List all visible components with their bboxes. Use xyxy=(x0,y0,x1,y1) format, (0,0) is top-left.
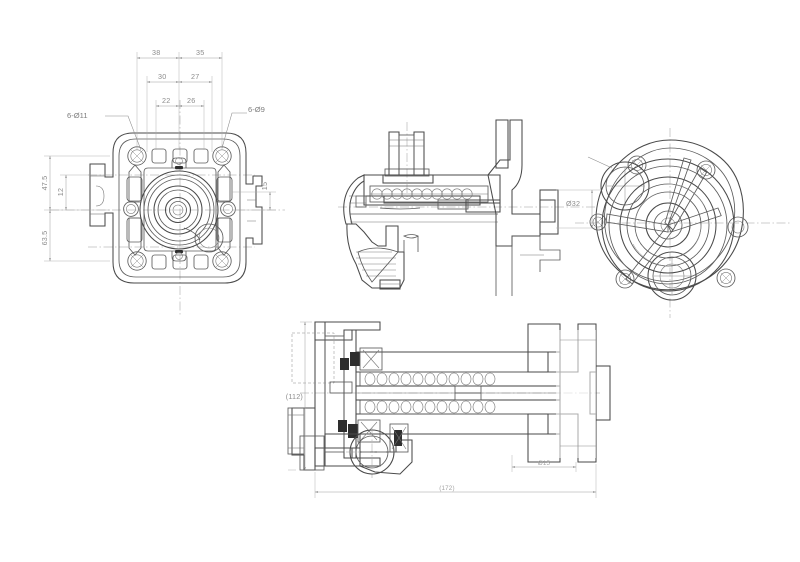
section-upper-housing xyxy=(343,131,501,225)
dim-front-right-15: 15 xyxy=(260,182,269,190)
dim-section-upper-d32: Ø32 xyxy=(566,199,580,208)
section-view-upper: Ø32 xyxy=(338,119,600,296)
front-view-callouts: 6-Ø11 6-Ø9 xyxy=(67,105,265,151)
front-view-right-dimension: 15 xyxy=(232,182,276,211)
dim-section-lower-172: (172) xyxy=(439,485,454,492)
section-upper-end-plate xyxy=(349,195,367,208)
rotor-view xyxy=(575,128,790,318)
dim-front-left-12: 12 xyxy=(56,188,65,196)
dim-front-top-38: 38 xyxy=(152,48,160,57)
front-view-dowel-features xyxy=(171,157,187,262)
section-lower-flange xyxy=(527,323,611,463)
dim-front-top-26: 26 xyxy=(187,96,195,105)
front-view: 38 35 30 27 22 26 47.5 12 63.5 xyxy=(40,48,285,315)
section-upper-flange xyxy=(487,119,561,296)
dim-front-left-47-5: 47.5 xyxy=(40,176,49,191)
section-upper-dimension-d32: Ø32 xyxy=(556,189,600,229)
callout-6xD11: 6-Ø11 xyxy=(67,111,88,120)
section-lower-dimension-172: (172) xyxy=(314,464,597,498)
dim-front-top-35: 35 xyxy=(196,48,204,57)
section-lower-upper-rollers xyxy=(364,372,496,386)
section-lower-outlet-body xyxy=(299,423,413,478)
rotor-view-cam-ring xyxy=(601,157,735,292)
section-lower-lower-rollers xyxy=(364,400,496,414)
dim-front-left-63-5: 63.5 xyxy=(40,231,49,246)
rotor-view-vanes xyxy=(605,157,722,285)
dim-front-top-30: 30 xyxy=(158,72,166,81)
section-lower-dimension-112: (112) xyxy=(286,321,312,471)
callout-6xD9: 6-Ø9 xyxy=(248,105,265,114)
section-upper-inlet-boss xyxy=(346,223,419,290)
front-view-body-outline xyxy=(89,132,263,284)
dim-front-top-22: 22 xyxy=(162,96,170,105)
rotor-view-housing-outline xyxy=(589,139,749,301)
front-view-top-dimensions: 38 35 30 27 22 26 xyxy=(136,48,223,152)
section-lower-vane-chamber xyxy=(329,351,561,435)
front-view-left-dimensions: 47.5 12 63.5 xyxy=(40,155,110,262)
section-upper-spring-row xyxy=(369,185,489,203)
section-upper-shaft xyxy=(350,199,501,223)
section-lower-bearings xyxy=(338,347,383,443)
dim-section-lower-d15: Ø15 xyxy=(538,460,551,467)
section-lower-dimension-d15: Ø15 xyxy=(511,455,577,472)
front-view-pocket-ribs xyxy=(126,148,233,270)
section-view-lower: (112) (172) Ø15 xyxy=(286,321,611,498)
dim-section-lower-112: (112) xyxy=(286,392,303,401)
front-view-central-hub xyxy=(139,170,224,253)
dim-front-top-27: 27 xyxy=(191,72,199,81)
